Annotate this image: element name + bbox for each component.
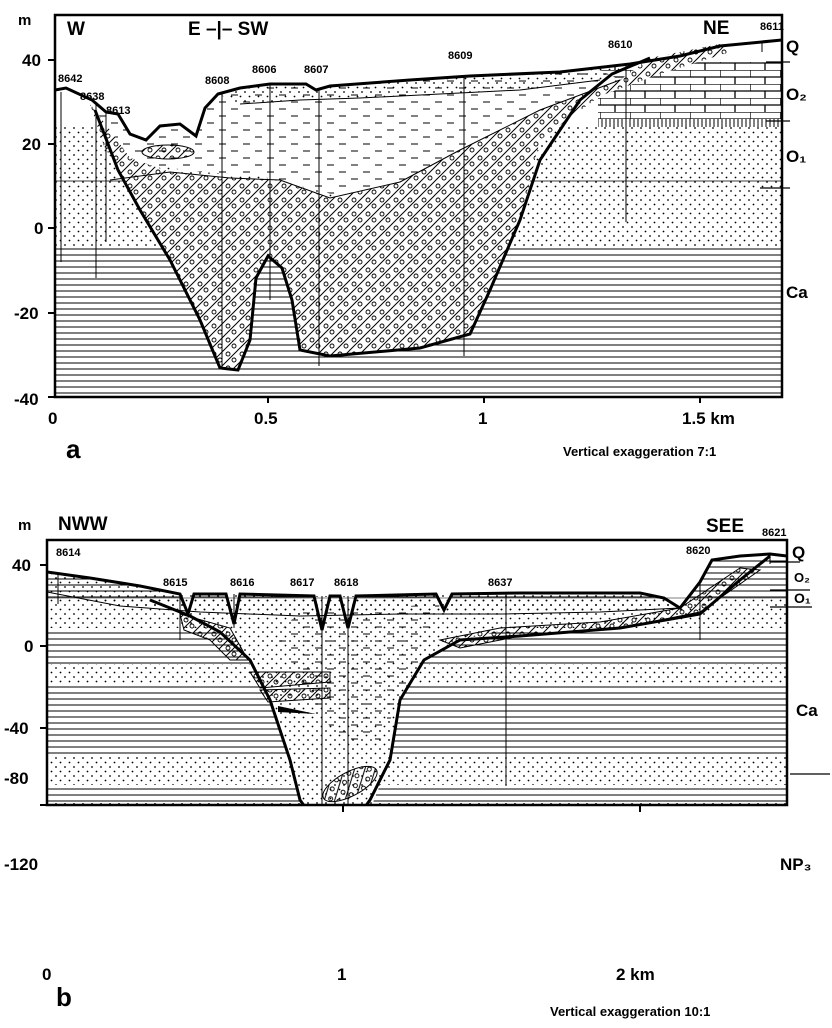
panel-a-section: [55, 15, 782, 397]
till-valley-fill: [90, 44, 730, 370]
panel-b-label: b: [56, 982, 72, 1012]
strat-b-o1: O₁: [794, 590, 811, 606]
boreholes-a: [60, 42, 763, 368]
panel-b-ytick-m120: -120: [4, 855, 38, 874]
panel-a-axes: [48, 59, 790, 403]
bh-label-8607: 8607: [304, 64, 328, 76]
panel-b-borehole-labels: 8614 8615 8616 8617 8618 8637 8620 8621: [56, 527, 786, 589]
strat-a-ca: Ca: [786, 283, 808, 302]
bh-label-8642: 8642: [58, 73, 82, 85]
bh-label-8620: 8620: [686, 545, 710, 557]
bh-label-8638: 8638: [80, 91, 104, 103]
panel-a-borehole-labels: 8642 8638 8613 8608 8606 8607 8609 8610 …: [58, 21, 784, 117]
panel-a-ytick-m20: -20: [14, 304, 39, 323]
b-lens-spike: [278, 706, 316, 714]
panel-a-ytick-20: 20: [22, 135, 41, 154]
bh-label-8611: 8611: [760, 21, 784, 33]
panel-b-unit-label: m: [18, 517, 31, 534]
panel-b-frame: [45, 538, 789, 807]
b-till-left: [179, 613, 249, 661]
strat-b-q: Q: [792, 543, 805, 562]
panel-a-xtick-0: 0: [48, 409, 57, 428]
bh-label-8608: 8608: [205, 75, 229, 87]
bh-label-8610: 8610: [608, 39, 632, 51]
bedrock-valley-contact: [93, 56, 651, 372]
panel-b-strata-labels: Q O₂ O₁ Ca NP₃: [780, 543, 818, 874]
strat-a-q: Q: [786, 37, 799, 56]
bh-label-8606: 8606: [252, 64, 276, 76]
boreholes-b: [57, 554, 771, 805]
panel-a-ytick-40: 40: [22, 51, 41, 70]
panel-b-xtick-2km: 2 km: [616, 965, 655, 984]
panel-a-xtick-05: 0.5: [254, 409, 278, 428]
topography-a: [55, 38, 782, 142]
b-valley-clay-fill: [270, 604, 440, 740]
o2-base-marker: [598, 119, 782, 127]
bh-label-8616: 8616: [230, 577, 254, 589]
panel-a-exaggeration: Vertical exaggeration 7:1: [563, 444, 716, 459]
panel-b-west-label: NWW: [58, 514, 108, 535]
panel-a-ytick-0: 0: [34, 219, 43, 238]
b-bedrock-contact: [149, 554, 771, 805]
b-till-lens-3: [322, 765, 378, 803]
panel-b-ytick-m80: -80: [4, 769, 29, 788]
panel-b-axes: [40, 561, 830, 812]
panel-b-ytick-m40: -40: [4, 719, 29, 738]
sand-b2-band: [47, 755, 787, 785]
strat-a-o2: O₂: [786, 85, 807, 104]
panel-a-west-label: W: [67, 19, 85, 40]
panel-a-bend-label: E –|– SW: [188, 19, 268, 40]
panel-b-xtick-0: 0: [42, 965, 51, 984]
bh-label-8621: 8621: [762, 527, 786, 539]
panel-b-east-label: SEE: [706, 516, 744, 537]
panel-a-ytick-m40: -40: [14, 390, 39, 409]
bh-label-8614: 8614: [56, 547, 81, 559]
strat-b-np3: NP₃: [780, 855, 811, 874]
b-till-lens-1: [249, 671, 331, 689]
bh-label-8637: 8637: [488, 577, 512, 589]
panel-b-ytick-40: 40: [12, 556, 31, 575]
o2-limestone: [598, 62, 782, 119]
b-surface-sand: [47, 572, 680, 616]
b-till-right: [438, 567, 762, 649]
strat-b-o2: O₂: [794, 570, 810, 585]
panel-a-east-label: NE: [703, 18, 729, 39]
panel-a-xtick-15km: 1.5 km: [682, 409, 735, 428]
panel-b-section: [47, 540, 787, 805]
panel-a-frame: [53, 13, 784, 399]
panel-a-xtick-1: 1: [478, 409, 487, 428]
bh-label-8613: 8613: [106, 105, 130, 117]
panel-a-unit-label: m: [18, 12, 31, 29]
panel-a-strata-labels: Q O₂ O₁ Ca: [786, 37, 808, 302]
bh-label-8617: 8617: [290, 577, 314, 589]
b-till-lens-2: [259, 687, 331, 703]
panel-b-exaggeration: Vertical exaggeration 10:1: [550, 1004, 710, 1019]
till-lens: [141, 144, 195, 160]
bh-label-8618: 8618: [334, 577, 358, 589]
strat-b-ca: Ca: [796, 701, 818, 720]
strat-a-o1: O₁: [786, 147, 806, 166]
bh-label-8615: 8615: [163, 577, 187, 589]
panel-a-label: a: [66, 434, 81, 464]
panel-b-ytick-0: 0: [24, 637, 33, 656]
bh-label-8609: 8609: [448, 50, 472, 62]
panel-b-xtick-1: 1: [337, 965, 346, 984]
